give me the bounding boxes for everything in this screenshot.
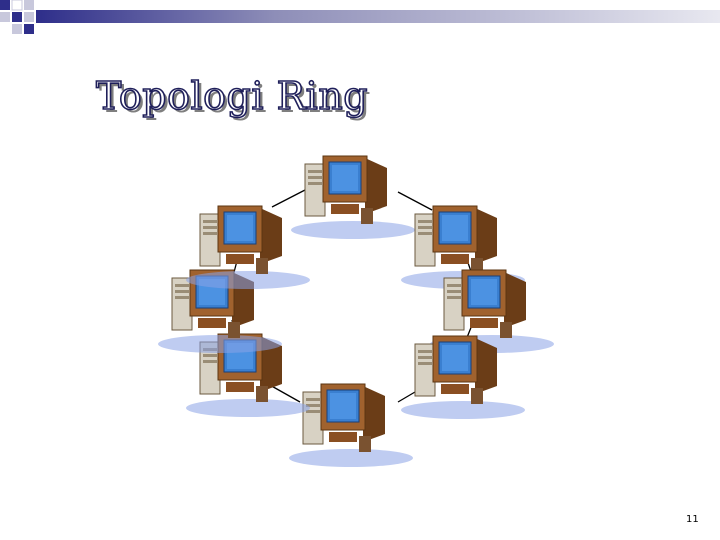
slide-title: Topologi Ring [95, 73, 369, 119]
header-checker-squares [0, 0, 34, 34]
header-gradient-bar [36, 10, 720, 23]
page-number: 11 [686, 514, 699, 525]
computer-node-icon [288, 383, 414, 468]
ring-link [397, 191, 433, 211]
slide-header-decoration [0, 0, 720, 34]
ring-nodes [157, 155, 555, 468]
computer-node-icon [185, 205, 311, 290]
computer-node-icon [290, 155, 416, 240]
ring-link [271, 189, 306, 208]
